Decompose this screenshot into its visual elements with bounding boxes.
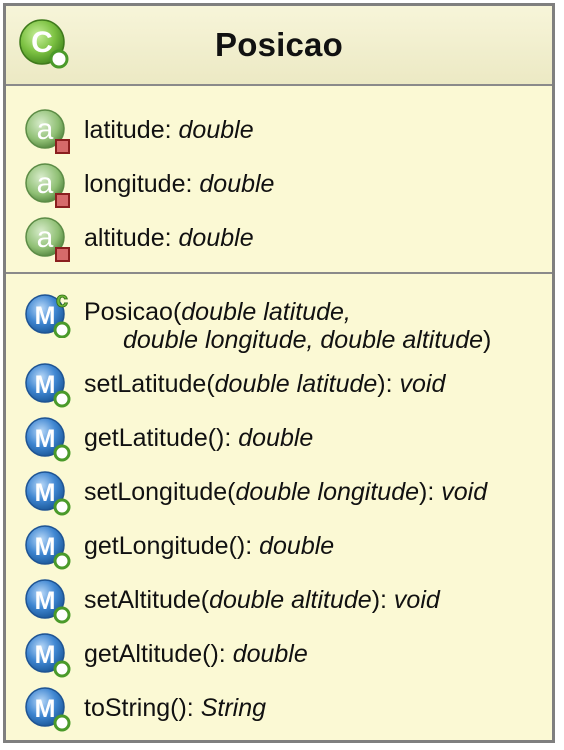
- method-row-setLongitude: M setLongitude(double longitude): void: [6, 466, 552, 520]
- method-signature: getLongitude(): double: [84, 532, 335, 560]
- method-row-toString: M toString(): String: [6, 682, 552, 736]
- method-public-icon: M: [25, 417, 71, 462]
- svg-text:M: M: [35, 479, 56, 507]
- svg-text:a: a: [37, 113, 54, 146]
- method-row-setLatitude: M setLatitude(double latitude): void: [6, 358, 552, 412]
- constructor-row: M c Posicao(double latitude, double long…: [6, 286, 552, 366]
- svg-text:M: M: [35, 695, 56, 723]
- field-label: longitude: double: [84, 170, 275, 198]
- method-signature: setAltitude(double altitude): void: [84, 586, 440, 614]
- class-header: C Posicao: [6, 6, 552, 86]
- method-signature: getAltitude(): double: [84, 640, 308, 668]
- method-row-getLongitude: M getLongitude(): double: [6, 520, 552, 574]
- method-public-icon: M: [25, 363, 71, 408]
- field-row-latitude: a latitude: double: [6, 104, 552, 158]
- method-public-icon: M: [25, 633, 71, 678]
- uml-class-box: C Posicao a latitude: double: [3, 3, 555, 743]
- svg-text:c: c: [56, 290, 68, 312]
- class-name: Posicao: [215, 26, 343, 63]
- methods-compartment: M c Posicao(double latitude, double long…: [6, 274, 552, 740]
- fields-compartment: a latitude: double a longitude: double: [6, 86, 552, 274]
- svg-text:M: M: [35, 587, 56, 615]
- field-label: altitude: double: [84, 224, 254, 252]
- field-private-icon: a: [25, 109, 70, 154]
- constructor-signature-line2: double longitude, double altitude): [123, 326, 492, 354]
- method-signature: setLongitude(double longitude): void: [84, 478, 488, 506]
- field-row-altitude: a altitude: double: [6, 212, 552, 266]
- svg-text:M: M: [35, 371, 56, 399]
- field-private-icon: a: [25, 163, 70, 208]
- method-row-getAltitude: M getAltitude(): double: [6, 628, 552, 682]
- constructor-icon: M c: [25, 290, 71, 338]
- field-label: latitude: double: [84, 116, 254, 144]
- method-public-icon: M: [25, 525, 71, 570]
- method-signature: toString(): String: [84, 694, 267, 722]
- field-row-longitude: a longitude: double: [6, 158, 552, 212]
- method-signature: getLatitude(): double: [84, 424, 314, 452]
- method-public-icon: M: [25, 687, 71, 732]
- class-icon: C: [19, 19, 69, 69]
- svg-text:M: M: [35, 641, 56, 669]
- constructor-signature-line1: Posicao(double latitude,: [84, 298, 351, 326]
- method-signature: setLatitude(double latitude): void: [84, 370, 446, 398]
- method-public-icon: M: [25, 471, 71, 516]
- method-row-setAltitude: M setAltitude(double altitude): void: [6, 574, 552, 628]
- svg-text:a: a: [37, 167, 54, 200]
- svg-text:M: M: [35, 533, 56, 561]
- method-public-icon: M: [25, 579, 71, 624]
- svg-text:a: a: [37, 221, 54, 254]
- field-private-icon: a: [25, 217, 70, 262]
- svg-text:M: M: [35, 302, 56, 330]
- method-row-getLatitude: M getLatitude(): double: [6, 412, 552, 466]
- class-icon-letter: C: [31, 26, 53, 59]
- svg-text:M: M: [35, 425, 56, 453]
